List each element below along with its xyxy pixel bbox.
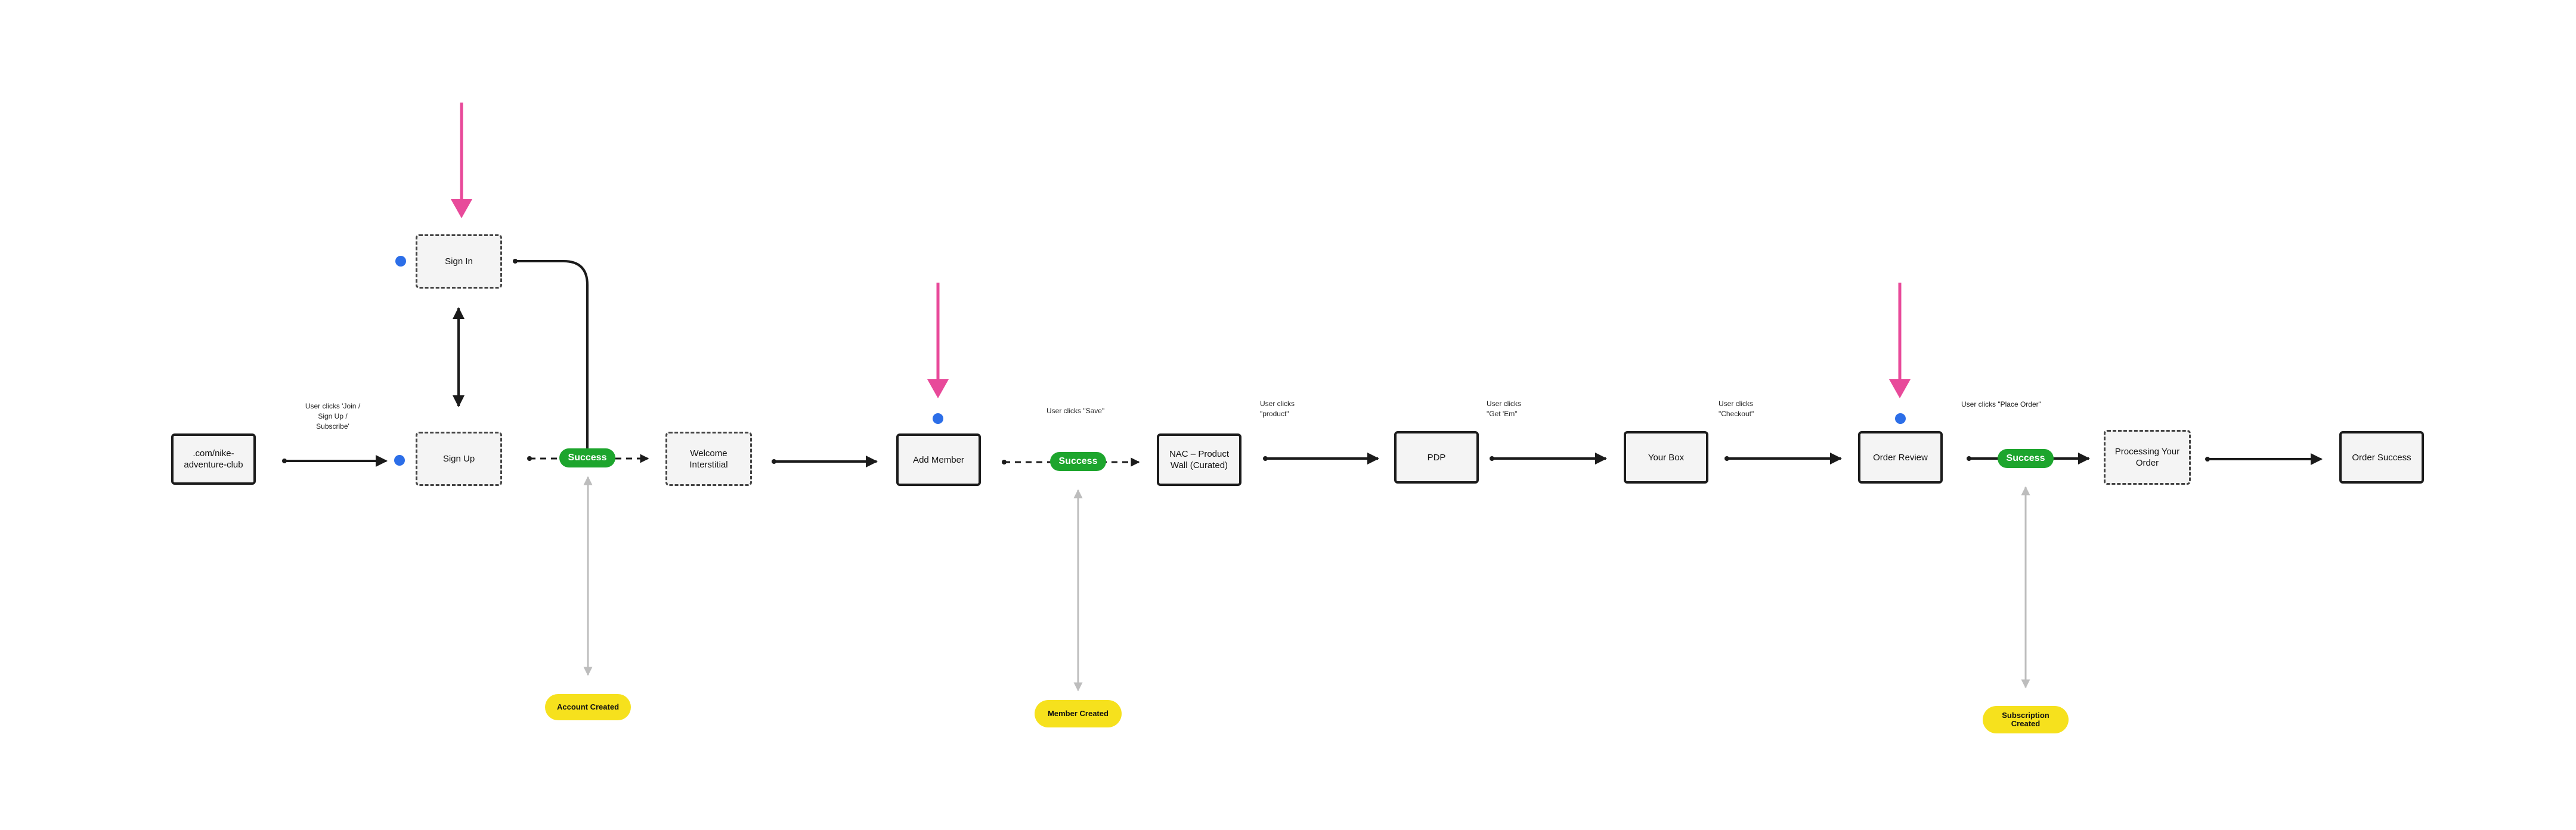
- edge-label-get-em: User clicks "Get 'Em": [1487, 399, 1522, 418]
- node-welcome[interactable]: Welcome Interstitial: [665, 432, 752, 486]
- edge-label-checkout: User clicks "Checkout": [1719, 399, 1754, 418]
- success-badge-order: Success: [1998, 449, 2054, 468]
- entry-arrow-sign-in: [451, 103, 472, 218]
- connector-site-to-signup: [282, 455, 388, 467]
- connector-your-box-to-order-review: [1724, 453, 1842, 464]
- start-dot-sign-in: [395, 256, 406, 267]
- connector-processing-to-order-success: [2205, 453, 2323, 465]
- event-account-created: Account Created: [545, 694, 631, 720]
- node-add-member[interactable]: Add Member: [896, 433, 981, 486]
- entry-arrow-order-review: [1889, 283, 1911, 398]
- edge-label-save: User clicks "Save": [1046, 407, 1105, 415]
- node-processing[interactable]: Processing Your Order: [2104, 430, 2191, 485]
- node-order-review[interactable]: Order Review: [1858, 431, 1943, 484]
- event-subscription-created: Subscription Created: [1983, 706, 2069, 733]
- node-sign-in[interactable]: Sign In: [416, 234, 502, 289]
- connector-welcome-to-add-member: [772, 456, 878, 467]
- success-badge-member: Success: [1050, 452, 1106, 471]
- node-site[interactable]: .com/nike- adventure-club: [171, 433, 256, 485]
- start-dot-add-member: [933, 413, 943, 424]
- start-dot-order-review: [1895, 413, 1906, 424]
- start-dot-sign-up: [394, 455, 405, 466]
- node-your-box[interactable]: Your Box: [1624, 431, 1708, 484]
- connector-success-to-signin: [513, 259, 589, 451]
- edge-label-product: User clicks "product": [1260, 399, 1295, 418]
- connector-pdp-to-your-box: [1490, 453, 1607, 464]
- node-nac-wall[interactable]: NAC – Product Wall (Curated): [1157, 433, 1241, 486]
- entry-arrow-add-member: [927, 283, 949, 398]
- node-order-success[interactable]: Order Success: [2339, 431, 2424, 484]
- node-pdp[interactable]: PDP: [1394, 431, 1479, 484]
- edge-label-place-order: User clicks "Place Order": [1961, 400, 2041, 408]
- connector-wall-to-pdp: [1263, 453, 1379, 464]
- event-member-created: Member Created: [1035, 700, 1122, 727]
- edge-label-join: User clicks 'Join / Sign Up / Subscribe': [305, 402, 361, 431]
- node-sign-up[interactable]: Sign Up: [416, 432, 502, 486]
- success-badge-account: Success: [559, 448, 615, 467]
